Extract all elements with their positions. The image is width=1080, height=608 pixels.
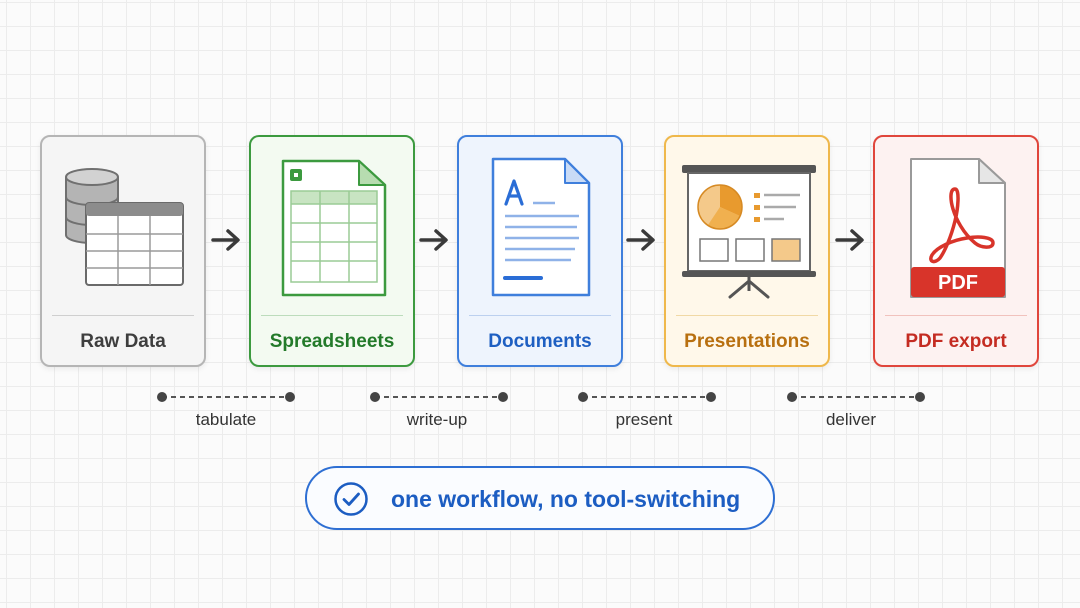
transition-connector [578,392,716,402]
arrow-right-icon [835,229,864,251]
tagline-pill: one workflow, no tool-switching [305,466,775,530]
tagline-text: one workflow, no tool-switching [391,486,741,512]
transition-connector [370,392,508,402]
stage-card-presentations[interactable]: Presentations [664,135,830,367]
presentation-icon [682,165,816,299]
card-divider [52,315,194,316]
stage-card-spreadsheets[interactable]: Spreadsheets [249,135,415,367]
stage-label-pdf-export: PDF export [905,331,1007,352]
pdf-icon: PDF [910,158,1006,298]
transition-connector [157,392,295,402]
spreadsheet-icon [281,159,387,297]
card-divider [469,315,611,316]
database-table-icon [65,168,184,286]
stage-label-presentations: Presentations [684,331,810,352]
pdf-badge-text: PDF [938,272,978,294]
stage-card-raw-data[interactable]: Raw Data [40,135,206,367]
stage-card-documents[interactable]: Documents [457,135,623,367]
transition-label-tabulate: tabulate [195,410,257,429]
check-circle-icon [334,482,368,516]
card-divider [676,315,818,316]
stage-card-pdf-export[interactable]: PDF PDF export [873,135,1039,367]
card-divider [261,315,403,316]
arrow-right-icon [626,229,655,251]
transition-label-write-up: write-up [406,410,468,429]
stage-label-spreadsheets: Spreadsheets [269,331,395,352]
transition-label-present: present [615,410,673,429]
arrow-right-icon [211,229,240,251]
document-icon [491,157,591,297]
arrow-right-icon [419,229,448,251]
stage-label-documents: Documents [488,331,592,352]
transition-label-deliver: deliver [825,410,877,429]
stage-label-raw-data: Raw Data [80,331,166,352]
transition-connector [787,392,925,402]
card-divider [885,315,1027,316]
